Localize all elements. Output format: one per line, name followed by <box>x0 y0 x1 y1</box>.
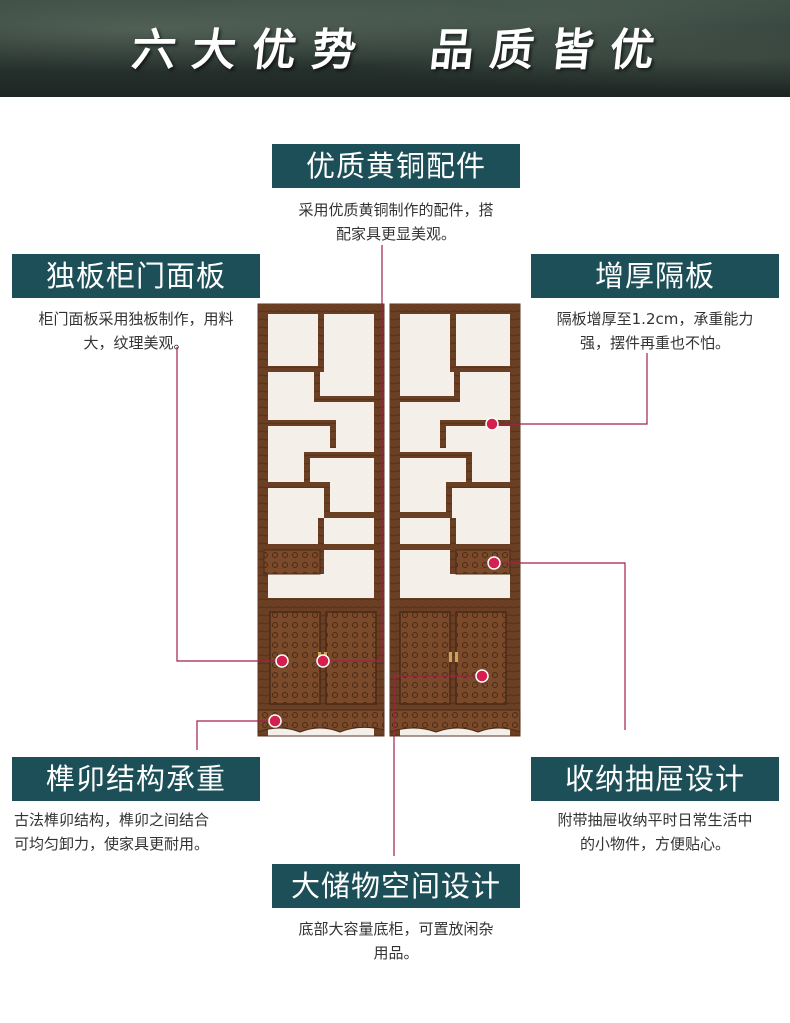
single-board-leader-line <box>176 347 282 662</box>
single-board-desc-line: 大，纹理美观。 <box>83 334 189 352</box>
single-board-marker <box>275 654 289 668</box>
single-board-desc: 柜门面板采用独板制作，用料 大，纹理美观。 <box>12 307 260 355</box>
mortise-tenon-desc-line: 可均匀卸力，使家具更耐用。 <box>14 835 210 853</box>
brass-fittings-desc: 采用优质黄铜制作的配件，搭 配家具更显美观。 <box>262 198 530 246</box>
right-cabinet <box>389 303 521 737</box>
single-board-title: 独板柜门面板 <box>12 254 260 298</box>
mortise-marker <box>268 714 282 728</box>
thick-shelf-leader-line <box>492 353 648 425</box>
thick-shelf-marker <box>485 417 499 431</box>
thick-shelf-desc-line: 隔板增厚至1.2cm，承重能力 <box>556 310 754 328</box>
drawer-desc-line: 附带抽屉收纳平时日常生活中 <box>557 811 753 829</box>
storage-desc-line: 底部大容量底柜，可置放闲杂 <box>298 920 494 938</box>
brass-leader-line <box>323 245 383 662</box>
thick-shelf-desc-line: 强，摆件再重也不怕。 <box>579 334 730 352</box>
display-cabinet-illustration <box>257 303 521 737</box>
storage-desc-line: 用品。 <box>373 944 419 962</box>
single-board-desc-line: 柜门面板采用独板制作，用料 <box>38 310 234 328</box>
drawer-desc: 附带抽屉收纳平时日常生活中 的小物件，方便贴心。 <box>531 808 779 856</box>
brass-fittings-desc-line: 采用优质黄铜制作的配件，搭 <box>298 201 494 219</box>
storage-title: 大储物空间设计 <box>272 864 520 908</box>
drawer-title: 收纳抽屉设计 <box>531 757 779 801</box>
brass-fittings-desc-line: 配家具更显美观。 <box>335 225 456 243</box>
banner-background <box>0 0 790 97</box>
thick-shelf-title: 增厚隔板 <box>531 254 779 298</box>
thick-shelf-desc: 隔板增厚至1.2cm，承重能力 强，摆件再重也不怕。 <box>531 307 779 355</box>
brass-fittings-title: 优质黄铜配件 <box>272 144 520 188</box>
mortise-tenon-title: 榫卯结构承重 <box>12 757 260 801</box>
storage-leader-line <box>393 675 482 856</box>
mortise-tenon-desc-line: 古法榫卯结构，榫卯之间结合 <box>14 811 210 829</box>
brass-marker <box>316 654 330 668</box>
drawer-desc-line: 的小物件，方便贴心。 <box>579 835 730 853</box>
storage-desc: 底部大容量底柜，可置放闲杂 用品。 <box>262 917 530 965</box>
storage-marker <box>475 669 489 683</box>
header-banner: 六大优势 品质皆优 <box>0 0 790 97</box>
mortise-leader-line <box>196 720 275 750</box>
drawer-marker <box>487 556 501 570</box>
drawer-leader-line <box>494 562 626 730</box>
mortise-tenon-desc: 古法榫卯结构，榫卯之间结合 可均匀卸力，使家具更耐用。 <box>14 808 264 856</box>
